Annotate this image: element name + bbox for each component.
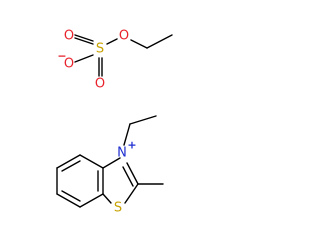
bond-ch2-ch3-cation bbox=[129, 115, 157, 125]
bond-s-o-anion bbox=[74, 54, 94, 63]
bond-s-c bbox=[102, 193, 112, 204]
nitrogen-charge-sign: + bbox=[127, 139, 136, 152]
structure-canvas: S O O O − O S N + bbox=[56, 29, 173, 216]
molecule-drawing: S O O O − O S N + bbox=[56, 29, 173, 216]
top-oxygen-label: O bbox=[64, 29, 74, 44]
ester-oxygen-label: O bbox=[119, 29, 129, 44]
sulfur-atom-label: S bbox=[96, 42, 104, 57]
bond-o-ch2 bbox=[130, 39, 148, 49]
benzene-bond-1 bbox=[56, 154, 81, 169]
bond-n-c2-a bbox=[126, 162, 139, 185]
bond-n-c2-b bbox=[122, 166, 134, 187]
anion-oxygen-label: O bbox=[64, 57, 74, 72]
benzene-double-2 bbox=[61, 190, 81, 202]
benzene-bond-6 bbox=[79, 154, 104, 169]
benzene-bond-4 bbox=[79, 193, 104, 208]
benzene-double-1 bbox=[61, 160, 81, 172]
ring-sulfur-label: S bbox=[114, 201, 122, 216]
bottom-oxygen-label: O bbox=[95, 77, 105, 92]
bond-c2-s bbox=[124, 183, 139, 204]
bond-s-o-ester bbox=[106, 38, 118, 45]
bond-n-ch2 bbox=[123, 123, 131, 146]
bond-c-n bbox=[102, 157, 121, 169]
benzothiazolium-cation: S N + bbox=[56, 115, 164, 216]
benzene-bond-3 bbox=[56, 193, 81, 208]
bond-s-o-top-b bbox=[74, 37, 94, 45]
nitrogen-atom-label: N bbox=[117, 146, 127, 161]
bond-ch2-ch3 bbox=[146, 34, 173, 49]
ethyl-sulfate-anion: S O O O − O bbox=[57, 29, 173, 92]
bond-s-o-top-a bbox=[74, 34, 94, 42]
anion-charge-sign: − bbox=[57, 50, 66, 63]
